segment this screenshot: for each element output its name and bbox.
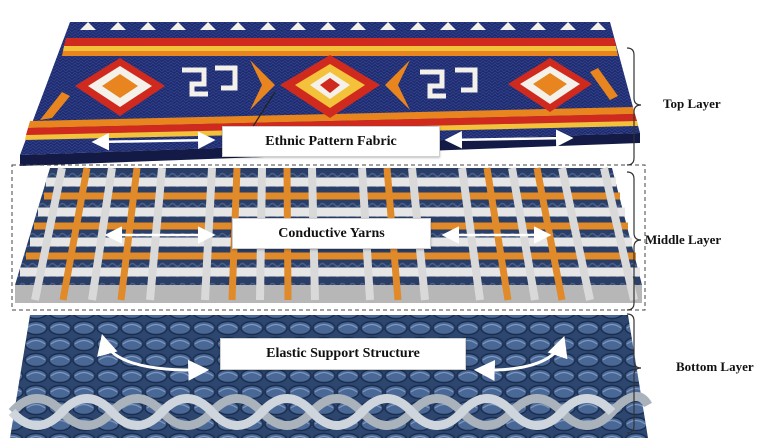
top-layer-callout: Ethnic Pattern Fabric xyxy=(222,126,440,157)
bottom-layer-structure xyxy=(10,315,648,438)
bottom-layer-callout: Elastic Support Structure xyxy=(220,338,466,370)
middle-layer-label: Middle Layer xyxy=(645,232,721,248)
top-layer-label: Top Layer xyxy=(663,96,721,112)
bottom-layer-label: Bottom Layer xyxy=(676,359,756,375)
middle-layer-callout: Conductive Yarns xyxy=(232,218,431,249)
